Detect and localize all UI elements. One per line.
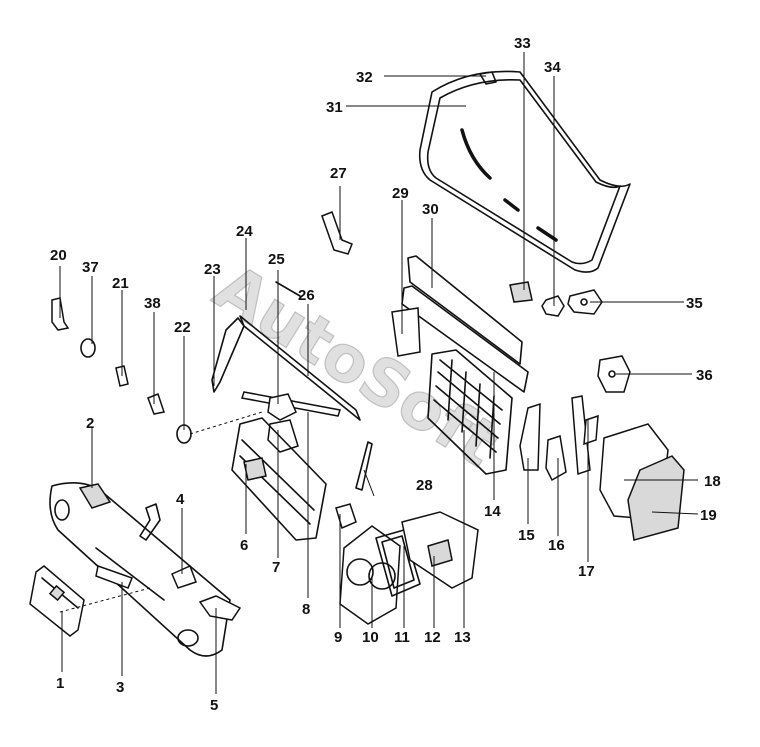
callout-11: 11 bbox=[394, 629, 410, 646]
part-windshield-clip bbox=[509, 281, 533, 303]
callout-14: 14 bbox=[484, 503, 501, 520]
leader-lines bbox=[59, 52, 699, 694]
callout-18: 18 bbox=[704, 473, 721, 490]
callout-26: 26 bbox=[298, 287, 315, 304]
callout-7: 7 bbox=[272, 559, 280, 576]
callout-labels: 1 2 3 4 5 6 7 8 9 10 11 12 13 14 15 16 1… bbox=[50, 35, 721, 714]
part-bumper bbox=[49, 482, 231, 657]
callout-12: 12 bbox=[424, 629, 441, 646]
part-hood-bar bbox=[239, 281, 361, 421]
callout-13: 13 bbox=[454, 629, 471, 646]
callout-15: 15 bbox=[518, 527, 535, 544]
part-bracket-5 bbox=[198, 595, 242, 621]
callout-30: 30 bbox=[422, 201, 439, 218]
part-windshield bbox=[418, 70, 631, 273]
callout-20: 20 bbox=[50, 247, 67, 264]
callout-34: 34 bbox=[544, 59, 561, 76]
callout-38: 38 bbox=[144, 295, 161, 312]
callout-27: 27 bbox=[330, 165, 347, 182]
part-side-panel-19 bbox=[627, 455, 685, 541]
callout-4: 4 bbox=[176, 491, 185, 508]
part-clip-7 bbox=[267, 419, 299, 453]
callout-2: 2 bbox=[86, 415, 94, 432]
part-clip-25 bbox=[267, 393, 297, 421]
part-bumper-bracket-2 bbox=[78, 483, 112, 509]
part-bracket-4 bbox=[171, 564, 197, 589]
part-rod-28 bbox=[355, 441, 373, 491]
part-gasket bbox=[375, 529, 421, 597]
callout-8: 8 bbox=[302, 601, 310, 618]
callout-31: 31 bbox=[326, 99, 343, 116]
part-bracket-27 bbox=[321, 211, 353, 255]
part-front-grille bbox=[231, 417, 327, 541]
callout-28: 28 bbox=[416, 477, 433, 494]
callout-1: 1 bbox=[56, 675, 64, 692]
part-clip-38 bbox=[147, 393, 165, 415]
callout-3: 3 bbox=[116, 679, 124, 696]
part-bracket-16 bbox=[545, 435, 567, 482]
callout-21: 21 bbox=[112, 275, 129, 292]
part-license-plate bbox=[29, 565, 85, 637]
callout-24: 24 bbox=[236, 223, 253, 240]
callout-37: 37 bbox=[82, 259, 99, 276]
callout-17: 17 bbox=[578, 563, 595, 580]
part-ring-37 bbox=[80, 338, 96, 358]
callout-6: 6 bbox=[240, 537, 248, 554]
part-latch-36 bbox=[597, 355, 631, 393]
callout-33: 33 bbox=[514, 35, 531, 52]
part-latch-35 bbox=[567, 289, 603, 315]
part-radiator-grille bbox=[427, 349, 513, 475]
part-bracket-15 bbox=[519, 402, 541, 471]
part-bracket-9 bbox=[335, 503, 357, 530]
part-hook bbox=[139, 503, 161, 541]
part-fastener-34 bbox=[541, 295, 565, 317]
callout-22: 22 bbox=[174, 319, 191, 336]
callout-29: 29 bbox=[392, 185, 409, 202]
callout-35: 35 bbox=[686, 295, 703, 312]
callout-16: 16 bbox=[548, 537, 565, 554]
callout-5: 5 bbox=[210, 697, 218, 714]
callout-19: 19 bbox=[700, 507, 717, 524]
callout-25: 25 bbox=[268, 251, 285, 268]
part-hinge-23 bbox=[211, 317, 245, 393]
callout-32: 32 bbox=[356, 69, 373, 86]
callout-10: 10 bbox=[362, 629, 379, 646]
callout-9: 9 bbox=[334, 629, 342, 646]
callout-36: 36 bbox=[696, 367, 713, 384]
callout-23: 23 bbox=[204, 261, 221, 278]
part-bracket-17 bbox=[571, 395, 599, 476]
